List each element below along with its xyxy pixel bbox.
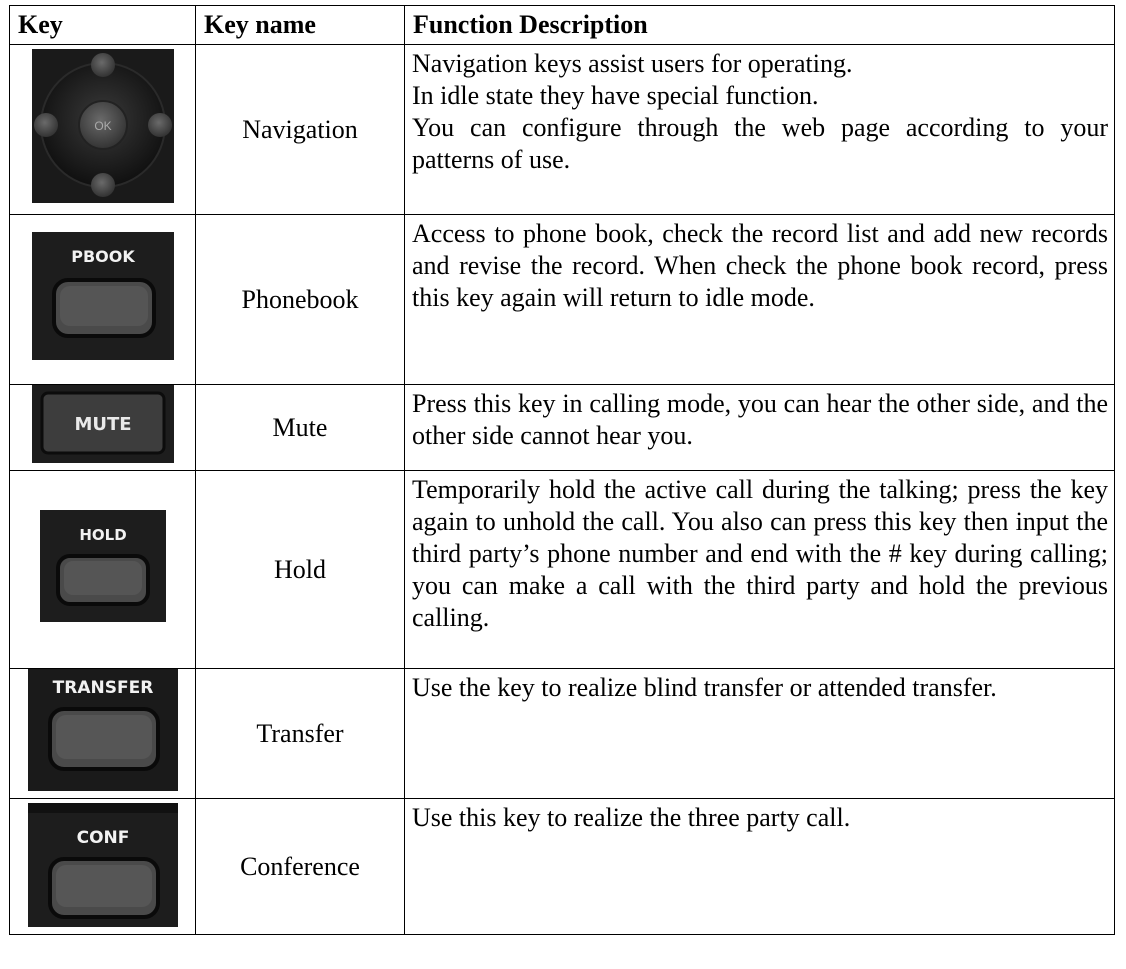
hold-label: HOLD (79, 526, 126, 544)
navigation-pad-icon: OK (31, 49, 174, 203)
transfer-label: TRANSFER (52, 678, 153, 698)
conf-label: CONF (76, 828, 129, 848)
description-line: Press this key in calling mode, you can … (412, 389, 1108, 450)
key-name-cell: Hold (195, 470, 405, 669)
header-row: Key Key name Function Description (9, 5, 1115, 45)
phonebook-key-icon: PBOOK (31, 232, 174, 360)
table-row: PBOOK Phonebook Access to phone book, ch… (9, 214, 1115, 385)
description-line: Access to phone book, check the record l… (412, 219, 1108, 312)
key-name-cell: Transfer (195, 668, 405, 799)
description-cell: Navigation keys assist users for operati… (404, 44, 1115, 215)
key-image-cell: CONF (9, 798, 196, 935)
description-line: Use the key to realize blind transfer or… (412, 673, 997, 702)
key-image-cell: OK (9, 44, 196, 215)
pbook-label: PBOOK (71, 247, 135, 266)
description-cell: Use this key to realize the three party … (404, 798, 1115, 935)
key-name-cell: Mute (195, 384, 405, 471)
transfer-key-icon: TRANSFER (27, 669, 178, 791)
description-cell: Use the key to realize blind transfer or… (404, 668, 1115, 799)
description-cell: Access to phone book, check the record l… (404, 214, 1115, 385)
nav-ok-label: OK (94, 119, 111, 133)
description-cell: Press this key in calling mode, you can … (404, 384, 1115, 471)
table-row: OK Navigation Navigation keys assist use… (9, 44, 1115, 215)
key-name-cell: Phonebook (195, 214, 405, 385)
hold-key-icon: HOLD (39, 510, 166, 622)
description-line: In idle state they have special function… (412, 81, 819, 110)
key-image-cell: MUTE (9, 384, 196, 471)
key-name-cell: Conference (195, 798, 405, 935)
header-key: Key (9, 5, 196, 45)
key-image-cell: HOLD (9, 470, 196, 669)
header-key-name: Key name (195, 5, 405, 45)
key-image-cell: PBOOK (9, 214, 196, 385)
description-line: Temporarily hold the active call during … (412, 475, 1108, 632)
description-line: You can configure through the web page a… (412, 113, 1108, 174)
table-row: MUTE Mute Press this key in calling mode… (9, 384, 1115, 471)
conference-key-icon: CONF (27, 803, 178, 927)
key-image-cell: TRANSFER (9, 668, 196, 799)
mute-label: MUTE (74, 414, 131, 435)
description-cell: Temporarily hold the active call during … (404, 470, 1115, 669)
key-function-table: Key Key name Function Description (9, 5, 1115, 935)
key-name-cell: Navigation (195, 44, 405, 215)
table-row: TRANSFER Transfer Use the key to realize… (9, 668, 1115, 799)
description-line: Use this key to realize the three party … (412, 803, 851, 832)
table-row: HOLD Hold Temporarily hold the active ca… (9, 470, 1115, 669)
key-function-table-wrapper: Key Key name Function Description (9, 5, 1115, 935)
table-row: CONF Conference Use this key to realize … (9, 798, 1115, 935)
header-function-description: Function Description (404, 5, 1115, 45)
description-line: Navigation keys assist users for operati… (412, 49, 853, 78)
mute-key-icon: MUTE (31, 385, 174, 463)
